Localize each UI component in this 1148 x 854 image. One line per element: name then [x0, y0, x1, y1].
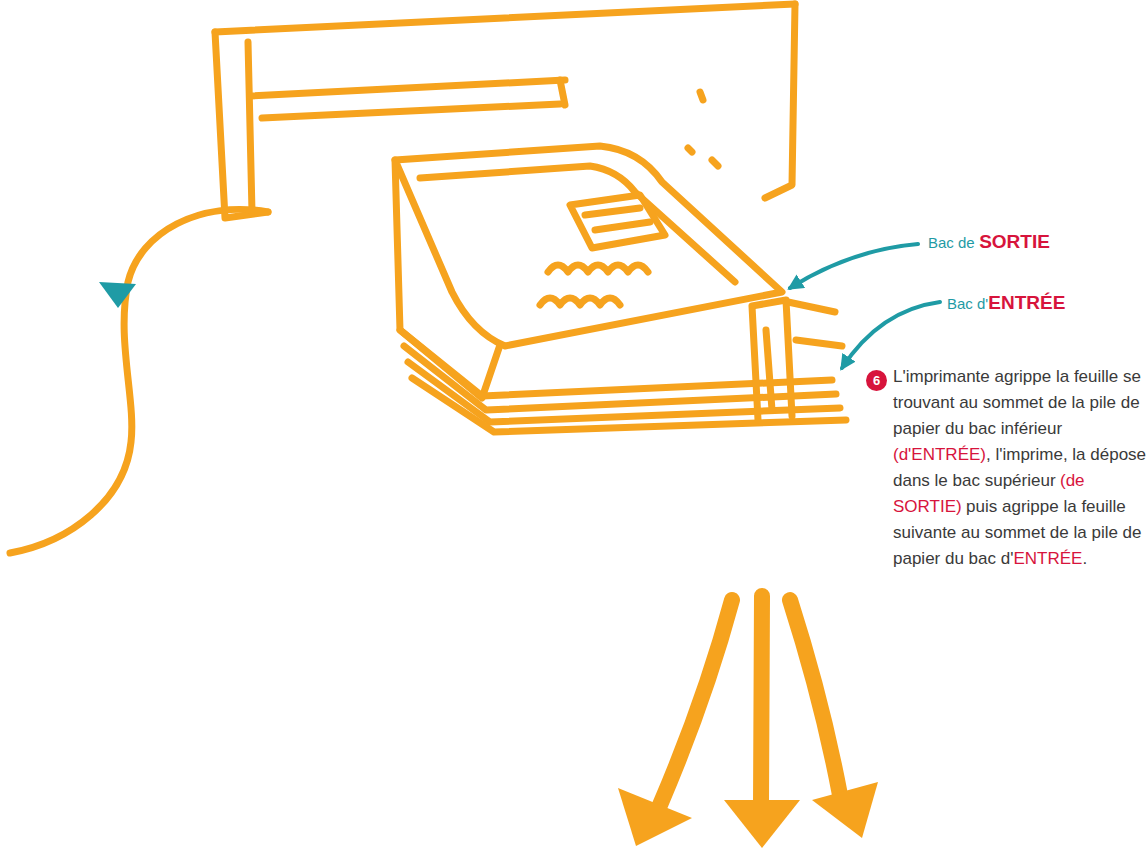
part-label: SORTIE: [979, 231, 1050, 252]
input-tray: [788, 302, 842, 346]
arrow-head: [99, 282, 136, 308]
paper-sheet: [585, 208, 650, 230]
flow-arrow: [761, 596, 762, 805]
paper-stack: [408, 362, 840, 422]
printer-sketch: [10, 4, 846, 553]
output-tray: [420, 166, 735, 282]
paper-stack: [412, 378, 846, 432]
part-label: Bac de: [928, 234, 975, 251]
arrow-head: [812, 782, 878, 838]
paper-guide: [752, 300, 792, 420]
note-text: (d'ENTRÉE): [893, 445, 986, 464]
note-text: .: [1082, 549, 1087, 568]
paper-sheet: [548, 265, 648, 272]
flow-arrow: [790, 600, 840, 795]
arrow-head: [618, 788, 692, 846]
printer-button: [712, 160, 718, 166]
leader-arrow: [842, 302, 940, 368]
flow-arrow: [10, 209, 268, 553]
part-label: Bac d': [947, 295, 988, 312]
leader-arrow: [790, 244, 918, 288]
paper-guide: [766, 330, 772, 410]
text-block: Bac de SORTIE: [928, 230, 1138, 255]
flow-arrow: [660, 600, 732, 805]
text-block: Bac d'ENTRÉE: [947, 291, 1147, 316]
paper-sheet: [540, 298, 620, 305]
arrow-head: [724, 800, 800, 848]
printer-outline: [765, 4, 795, 198]
note-text: L'imprimante agrippe la feuille se trouv…: [893, 367, 1141, 438]
printer-button: [688, 148, 692, 152]
printer-outline: [262, 104, 560, 118]
printer-button: [700, 92, 703, 100]
paper-sheet: [570, 195, 665, 248]
note-text: ENTRÉE: [1013, 549, 1082, 568]
flow-arrows: [660, 596, 840, 805]
printer-outline: [215, 32, 268, 218]
text-block: L'imprimante agrippe la feuille se trouv…: [893, 364, 1148, 572]
printer-outline: [560, 80, 565, 105]
printer-outline: [215, 4, 795, 32]
callout-number: 6: [866, 370, 887, 391]
output-tray: [395, 146, 782, 346]
part-label: ENTRÉE: [988, 292, 1065, 313]
callout-number-text: 6: [873, 374, 880, 387]
printer-outline: [248, 42, 252, 212]
printer-outline: [250, 80, 565, 96]
callout-circle: [866, 370, 887, 391]
